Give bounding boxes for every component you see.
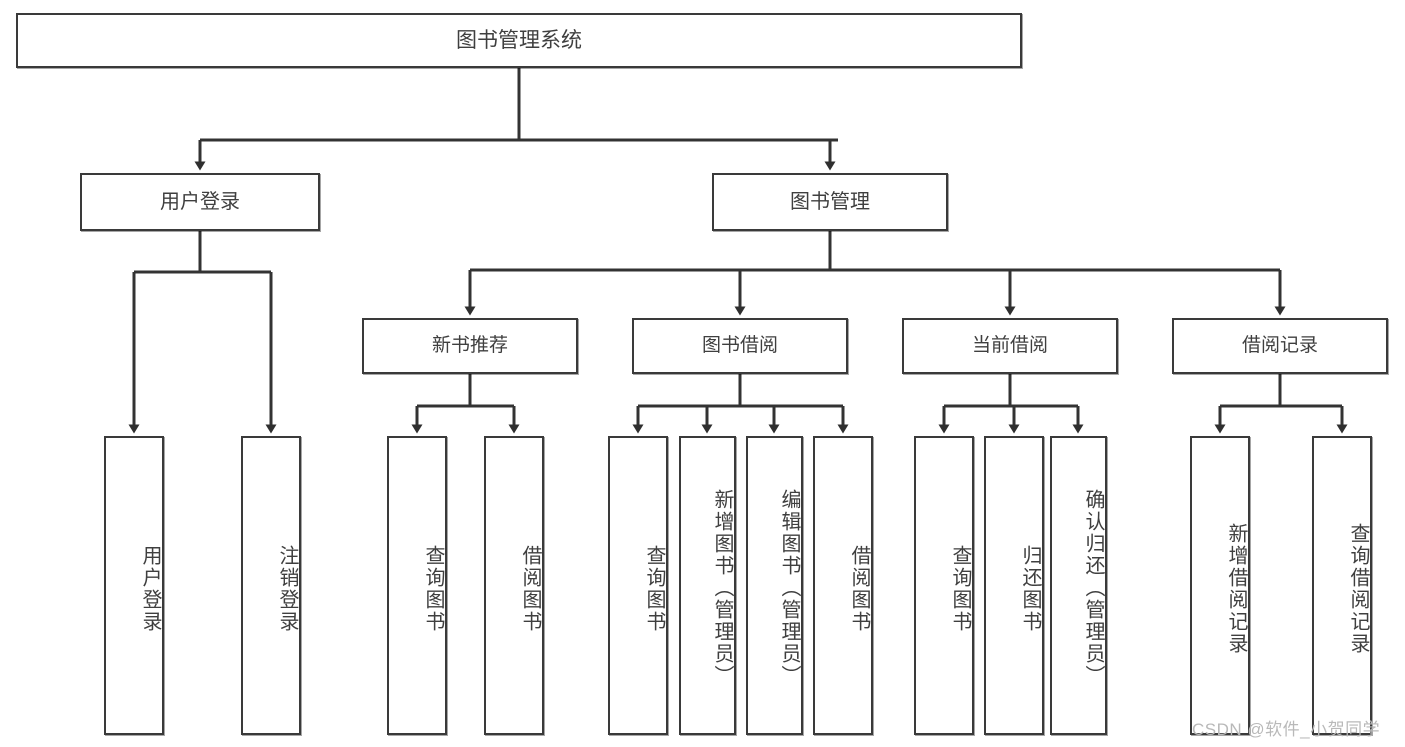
leaf-user-logout-label: 注销登录 <box>276 544 298 633</box>
leaf-user-login-label: 用户登录 <box>139 544 161 633</box>
node-new-book-recommend[interactable]: 新书推荐 <box>362 318 578 374</box>
leaf-confirm-return-label: 确认归还（管理员） <box>1082 488 1104 687</box>
node-new-book-recommend-label: 新书推荐 <box>431 335 508 357</box>
leaf-edit-book[interactable]: 编辑图书（管理员） <box>746 436 803 735</box>
node-user-login[interactable]: 用户登录 <box>80 173 320 231</box>
leaf-query-book-borrow-label: 查询图书 <box>643 544 665 633</box>
leaf-borrow-book-borrow-label: 借阅图书 <box>848 544 870 633</box>
leaf-add-book[interactable]: 新增图书（管理员） <box>679 436 736 735</box>
node-book-manage-label: 图书管理 <box>790 190 870 213</box>
node-root-label: 图书管理系统 <box>456 28 582 52</box>
leaf-borrow-book-recommend-label: 借阅图书 <box>519 544 541 633</box>
node-book-manage[interactable]: 图书管理 <box>712 173 948 231</box>
leaf-add-borrow-record-label: 新增借阅记录 <box>1225 522 1247 655</box>
node-user-login-label: 用户登录 <box>160 190 240 213</box>
node-current-borrow-label: 当前借阅 <box>971 335 1048 357</box>
leaf-query-book-recommend[interactable]: 查询图书 <box>387 436 447 735</box>
leaf-query-borrow-record-label: 查询借阅记录 <box>1347 522 1369 655</box>
leaf-confirm-return[interactable]: 确认归还（管理员） <box>1050 436 1107 735</box>
leaf-user-logout[interactable]: 注销登录 <box>241 436 301 735</box>
leaf-borrow-book-borrow[interactable]: 借阅图书 <box>813 436 873 735</box>
node-book-borrow-label: 图书借阅 <box>701 335 778 357</box>
leaf-query-book-borrow[interactable]: 查询图书 <box>608 436 668 735</box>
node-current-borrow[interactable]: 当前借阅 <box>902 318 1118 374</box>
leaf-borrow-book-recommend[interactable]: 借阅图书 <box>484 436 544 735</box>
leaf-edit-book-label: 编辑图书（管理员） <box>778 488 800 687</box>
leaf-add-borrow-record[interactable]: 新增借阅记录 <box>1190 436 1250 735</box>
node-borrow-record[interactable]: 借阅记录 <box>1172 318 1388 374</box>
leaf-query-book-recommend-label: 查询图书 <box>422 544 444 633</box>
leaf-user-login[interactable]: 用户登录 <box>104 436 164 735</box>
leaf-return-book[interactable]: 归还图书 <box>984 436 1044 735</box>
node-book-borrow[interactable]: 图书借阅 <box>632 318 848 374</box>
node-root[interactable]: 图书管理系统 <box>16 13 1022 68</box>
leaf-add-book-label: 新增图书（管理员） <box>711 488 733 687</box>
leaf-query-book-current-label: 查询图书 <box>949 544 971 633</box>
node-borrow-record-label: 借阅记录 <box>1241 335 1318 357</box>
leaf-query-borrow-record[interactable]: 查询借阅记录 <box>1312 436 1372 735</box>
leaf-return-book-label: 归还图书 <box>1019 544 1041 633</box>
leaf-query-book-current[interactable]: 查询图书 <box>914 436 974 735</box>
csdn-watermark: CSDN @软件_小贺同学 <box>1192 720 1381 739</box>
